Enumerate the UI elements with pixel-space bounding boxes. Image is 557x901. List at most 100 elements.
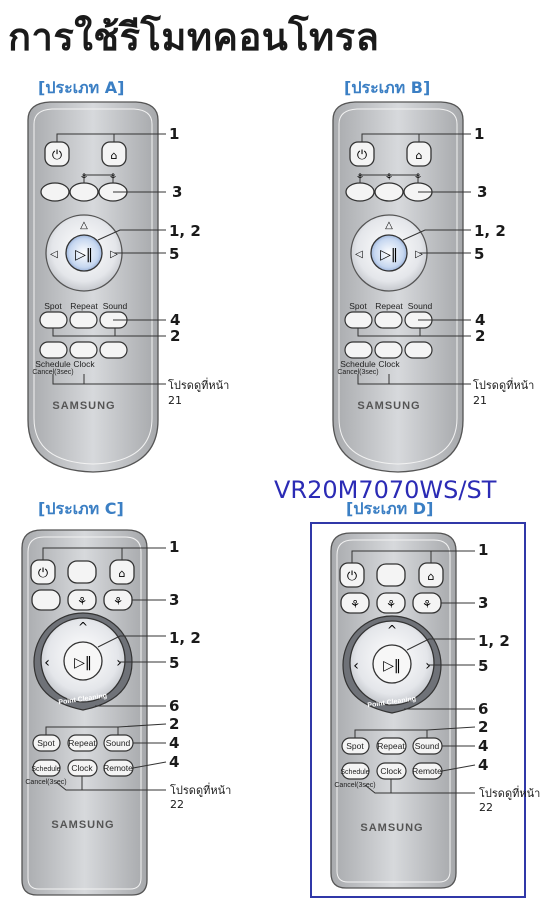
eco-button [340,592,370,614]
brand-logo: SAMSUNG [357,400,420,412]
svg-text:^: ^ [78,620,88,634]
callout-4: 4 [169,734,179,752]
page-reference-number: 21 [168,394,182,407]
page-reference-number: 21 [473,394,487,407]
cancel-label: Cancel(3sec) [334,782,375,789]
schedule-label: Schedule [35,359,71,369]
svg-text:▷‖: ▷‖ [74,655,92,671]
callout-3: 3 [477,183,487,201]
brand-logo: SAMSUNG [360,822,423,834]
callout-5: 5 [169,245,179,263]
callout-1-2: 1, 2 [169,222,201,240]
svg-text:‹: ‹ [44,655,50,671]
blank-button-2 [31,589,61,611]
svg-text:⌂: ⌂ [428,570,435,583]
callout-4: 4 [170,311,180,329]
callout-5: 5 [478,657,488,675]
svg-text:⌂: ⌂ [111,149,118,162]
page-reference-text: โปรดดูที่หน้า [168,377,229,392]
svg-text:▷‖: ▷‖ [75,247,93,263]
cancel-label: Cancel(3sec) [337,369,378,376]
callout-1: 1 [474,125,484,143]
clock-button [69,341,98,359]
svg-text:⏻: ⏻ [357,148,367,163]
callout-2: 2 [169,715,179,733]
type-c-label: [ประเภท C] [38,499,124,518]
repeat-label: Repeat [375,301,403,311]
clock-label: Clock [73,359,95,369]
spot-button [39,311,68,329]
sound-label: Sound [106,738,131,748]
turbo-button [374,182,404,202]
svg-text:⚘: ⚘ [385,173,393,183]
svg-text:⏻: ⏻ [347,569,357,584]
clock-label: Clock [378,359,400,369]
svg-text:⏻: ⏻ [38,566,48,581]
repeat-button [67,734,98,752]
page-reference-number: 22 [479,801,493,814]
clock-label: Clock [71,763,93,773]
clock-label: Clock [380,766,402,776]
svg-text:⚘: ⚘ [350,598,360,611]
callout-4b: 4 [169,753,179,771]
svg-text:›: › [425,658,431,674]
callout-1-2: 1, 2 [474,222,506,240]
repeat-label: Repeat [68,738,96,748]
callout-1: 1 [169,125,179,143]
remote-type-a: ⏻ ⌂ ⚘ ⚘ ▷‖ △ ◁ ▷ Spot Repeat Sound Sched… [27,101,229,473]
page-reference-text: โปรดดูที่หน้า [170,782,231,797]
page-reference-text: โปรดดูที่หน้า [479,785,540,800]
svg-text:▷‖: ▷‖ [380,247,398,263]
remote-type-c: ⏻ ⌂ ⚘ ⚘ ▷‖ ^ ‹ › Point Cleaning Spot Rep… [21,529,231,896]
callout-1: 1 [478,541,488,559]
brand-logo: SAMSUNG [52,400,115,412]
remote-label: Remote [412,766,442,776]
repeat-button [374,311,403,329]
blank-button-2 [99,341,128,359]
turbo-button [69,182,99,202]
start-stop-button [65,234,103,272]
callout-4: 4 [478,737,488,755]
spot-button [344,311,373,329]
svg-text:◁: ◁ [50,249,58,260]
callout-5: 5 [169,654,179,672]
schedule-label: Schedule [340,769,369,776]
cancel-label: Cancel(3sec) [32,369,73,376]
turbo-button [67,589,97,611]
start-stop-button [372,644,412,684]
callout-2: 2 [170,327,180,345]
sound-label: Sound [103,301,128,311]
svg-text:‹: ‹ [353,658,359,674]
page-reference-text: โปรดดูที่หน้า [473,377,534,392]
start-stop-button [63,641,103,681]
cancel-label: Cancel(3sec) [25,779,66,786]
remote-type-b: ⏻ ⌂ ⚘ ⚘ ⚘ ▷‖ △ ◁ ▷ Spot Repeat Sound Sch… [332,101,534,473]
repeat-label: Repeat [377,741,405,751]
callout-6: 6 [478,700,488,718]
blank-button [67,560,97,584]
callout-1-2: 1, 2 [478,632,510,650]
blank-button [40,182,70,202]
spot-label: Spot [349,301,367,311]
svg-text:▷: ▷ [110,249,118,260]
callout-3: 3 [169,591,179,609]
callout-1-2: 1, 2 [169,629,201,647]
callout-2: 2 [475,327,485,345]
spot-label: Spot [44,301,62,311]
remote-type-d: ⏻ ⌂ ⚘ ⚘ ⚘ ▷‖ ^ ‹ › Point Cleaning Spot R… [330,532,540,889]
callout-5: 5 [474,245,484,263]
highlight-box [310,522,526,898]
page-title: การใช้รีโมทคอนโทรล [8,15,380,59]
svg-text:›: › [116,655,122,671]
spot-label: Spot [37,738,55,748]
schedule-label: Schedule [340,359,376,369]
svg-text:⌂: ⌂ [119,567,126,580]
svg-text:⚘: ⚘ [386,598,396,611]
type-d-label: [ประเภท D] [346,499,434,518]
page-reference-number: 22 [170,798,184,811]
brand-logo: SAMSUNG [51,819,114,831]
svg-text:△: △ [385,220,393,231]
svg-text:△: △ [80,220,88,231]
callout-4: 4 [475,311,485,329]
